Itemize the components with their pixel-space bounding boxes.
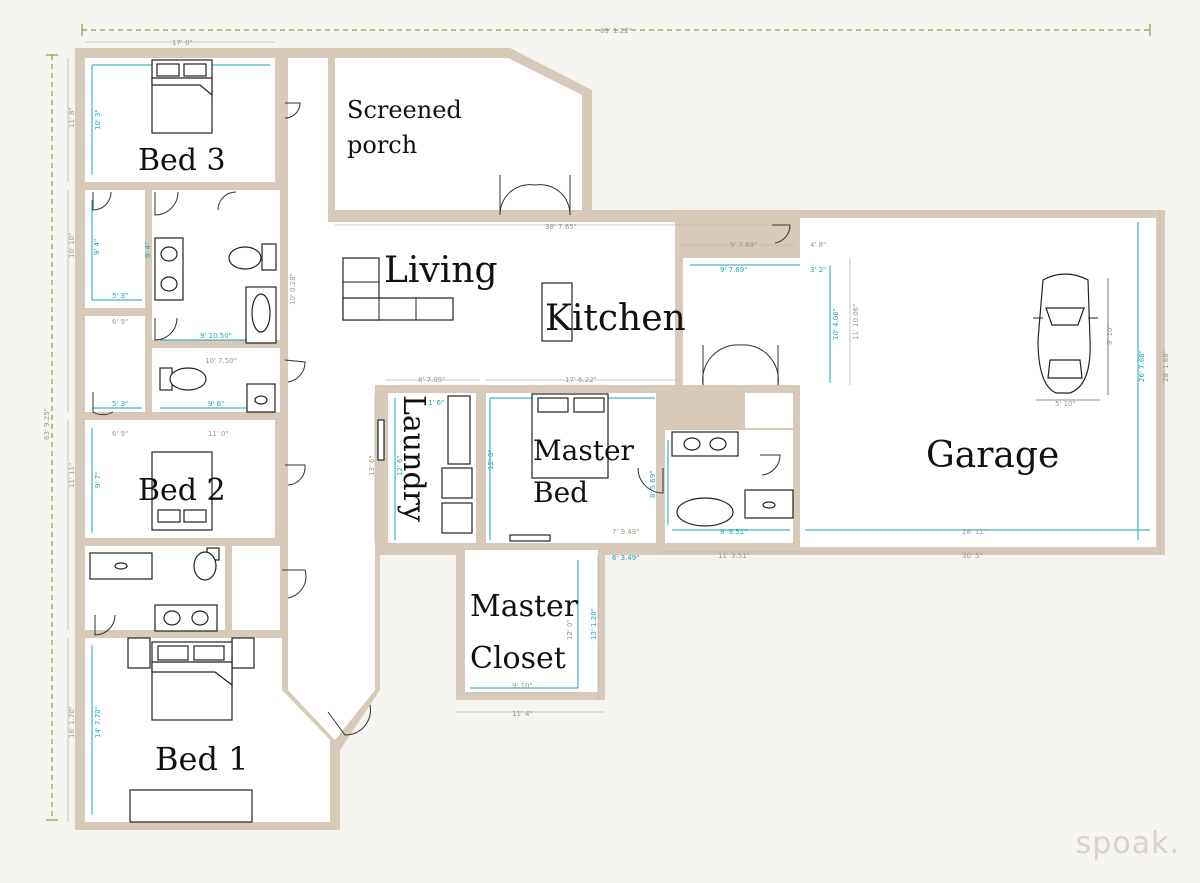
dim-car-length: 9' 10" <box>1106 324 1114 345</box>
dim-bed3-height: 10' 3" <box>94 109 102 130</box>
dim-closet-width: 9' 10" <box>512 682 533 690</box>
dim-laundry-top: 8' 7.09" <box>418 376 445 384</box>
dim-garage-width: 28' 11" <box>962 528 987 536</box>
dim-left-lower: 11' 11" <box>68 463 76 488</box>
dim-laundry-height: 12' 6" <box>396 455 404 476</box>
room-label-laundry: Laundry <box>396 395 431 522</box>
garage-car <box>1033 273 1109 401</box>
hall-living-floor <box>288 58 675 740</box>
master-bed-bed <box>509 393 609 542</box>
dim-closet-outer: 13' 1.20" <box>590 608 598 640</box>
dim-bath-right: 10' 0.28" <box>289 273 297 305</box>
dim-bath-vert-2: 9' 4" <box>144 242 152 258</box>
dim-garage-outer-w: 30' 5" <box>962 552 983 560</box>
laundry-fixtures <box>377 395 473 534</box>
room-label-master-bed-1: Master <box>533 434 635 467</box>
dim-bed1-outer: 16' 1.70" <box>68 706 76 738</box>
porch-floor <box>335 58 582 210</box>
spoak-watermark: spoak. <box>1075 826 1180 861</box>
bed1-bed <box>127 637 255 823</box>
dim-closet-left: 6' 3.49" <box>612 554 639 562</box>
room-label-kitchen: Kitchen <box>545 298 686 339</box>
overall-width-label: 89' 1.22" <box>600 27 632 35</box>
dim-master-height: 12' 0" <box>487 449 495 470</box>
dim-car-width: 5' 10" <box>1055 400 1076 408</box>
dim-bed2-width: 11' 0" <box>208 430 229 438</box>
bed2-bed <box>151 451 213 531</box>
dim-pantry-small: 3' 2" <box>810 266 826 274</box>
dim-closet-height: 12' 0" <box>566 619 574 640</box>
dim-kitchen-top: 9' 7.69" <box>730 241 757 249</box>
dim-pantry-height: 10' 4.06" <box>832 308 840 340</box>
left-closet2-floor <box>85 316 145 412</box>
room-label-bed3: Bed 3 <box>138 143 226 178</box>
dim-laundry-small: 1' 6" <box>428 399 444 407</box>
dim-laundry-outer: 13' 6" <box>368 455 376 476</box>
garage-floor <box>800 218 1156 547</box>
wc-fixtures <box>159 367 276 413</box>
upper-bath-fixtures <box>154 237 277 344</box>
dim-kitchen-right-top: 4' 8" <box>810 241 826 249</box>
dim-master-bath-h: 8' 5.69" <box>649 471 657 498</box>
dim-porch-width: 38' 7.65" <box>545 223 577 231</box>
dim-left-mid: 10' 10" <box>68 233 76 258</box>
dim-pantry-outer: 11' 10.06" <box>852 304 860 340</box>
dim-left-top: 11' 8" <box>68 107 76 128</box>
dim-wc-width: 10' 7.50" <box>205 357 237 365</box>
bed1-extension-floor <box>85 638 330 822</box>
room-label-bed1: Bed 1 <box>155 740 248 778</box>
room-label-master-closet-2: Closet <box>470 641 566 676</box>
room-label-master-closet-1: Master <box>470 589 579 624</box>
master-bath-fixtures <box>671 431 794 527</box>
dim-vanity: 9' 6" <box>208 400 224 408</box>
doors <box>92 102 791 736</box>
room-label-garage: Garage <box>926 435 1059 476</box>
bed3-bed <box>151 59 213 134</box>
room-label-porch-1: Screened <box>347 96 462 124</box>
dim-bed2-left: 6' 9" <box>112 430 128 438</box>
dim-closet-outer-w: 11' 4" <box>512 710 533 718</box>
dim-master-top: 17' 6.22" <box>565 376 597 384</box>
master-closet-floor <box>465 550 598 692</box>
closet-lower-floor <box>232 546 280 630</box>
room-label-living: Living <box>384 250 498 291</box>
dim-bath-h2: 6' 9" <box>112 318 128 326</box>
living-sofa <box>342 257 454 321</box>
dim-bed1-height: 14' 7.70" <box>94 706 102 738</box>
room-label-porch-2: porch <box>347 131 417 159</box>
dim-pantry-width: 9' 7.69" <box>720 266 747 274</box>
dim-bath-h1: 5' 3" <box>112 292 128 300</box>
dim-tub: 9' 10.50" <box>200 332 232 340</box>
room-label-bed2: Bed 2 <box>138 473 226 508</box>
dim-small-h: 5' 3" <box>112 400 128 408</box>
dim-garage-outer-h: 28' 1.68" <box>1162 350 1170 382</box>
dim-bed2-height: 9' 7" <box>94 472 102 488</box>
room-label-master-bed-2: Bed <box>533 476 588 509</box>
dim-master-bath-w: 9' 9.51" <box>720 528 747 536</box>
kitchen-island <box>541 282 573 342</box>
master-bath-closet-floor <box>745 393 793 428</box>
lower-bath-fixtures <box>89 547 220 632</box>
dim-bath-vert: 9' 4" <box>93 239 101 255</box>
dim-master-bed-bottom: 7' 9.49" <box>612 528 639 536</box>
overall-height-label: 63' 9.25" <box>43 408 51 440</box>
dim-garage-height: 26' 7.68" <box>1138 350 1146 382</box>
dim-master-bath-outer: 11' 3.51" <box>718 552 750 560</box>
dim-bed3-width: 17' 0" <box>172 39 193 47</box>
